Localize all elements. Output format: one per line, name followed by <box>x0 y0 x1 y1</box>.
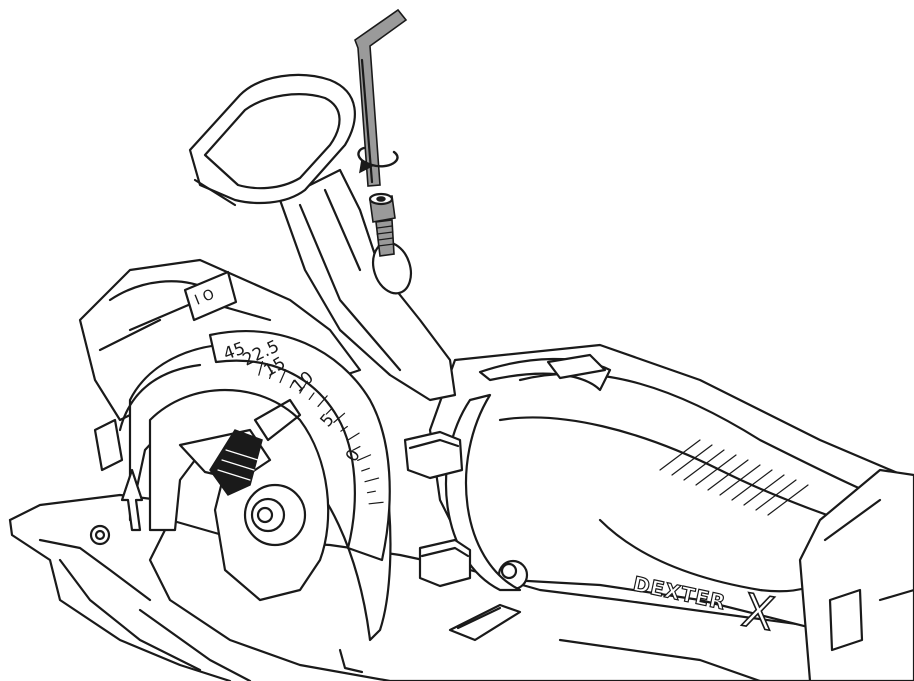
bevel-tick <box>346 432 360 442</box>
bolt-icon <box>368 192 396 257</box>
side-knob <box>93 418 124 472</box>
upward-arrow-icon <box>120 468 144 532</box>
bevel-lock-lever[interactable] <box>209 398 302 496</box>
bevel-tick <box>279 369 287 384</box>
hex-key-icon <box>354 8 408 187</box>
bevel-tick <box>357 454 372 462</box>
bevel-tick <box>340 425 348 432</box>
bevel-tick <box>258 360 264 376</box>
blade-arbor <box>243 483 307 547</box>
rotation-arrow-icon <box>357 146 399 174</box>
bevel-tick <box>299 380 308 394</box>
bevel-tick <box>289 379 295 389</box>
battery-pack <box>798 468 914 681</box>
bevel-scale-ticks <box>258 360 384 505</box>
bevel-tick <box>364 477 380 483</box>
bevel-tick <box>368 501 384 505</box>
motor-ring-clamp <box>403 353 612 592</box>
bevel-tick <box>361 467 370 472</box>
handle-knob <box>188 73 356 207</box>
bevel-tick <box>366 490 376 494</box>
bevel-tick <box>333 412 346 423</box>
bevel-tick <box>317 395 328 408</box>
bevel-tick <box>308 392 315 401</box>
power-switch[interactable]: I O <box>183 270 238 322</box>
bevel-tick <box>325 407 333 415</box>
switch-label: I O <box>193 287 217 309</box>
bevel-tick <box>268 370 273 380</box>
grip-texture <box>659 439 809 516</box>
bevel-tick <box>352 445 361 451</box>
